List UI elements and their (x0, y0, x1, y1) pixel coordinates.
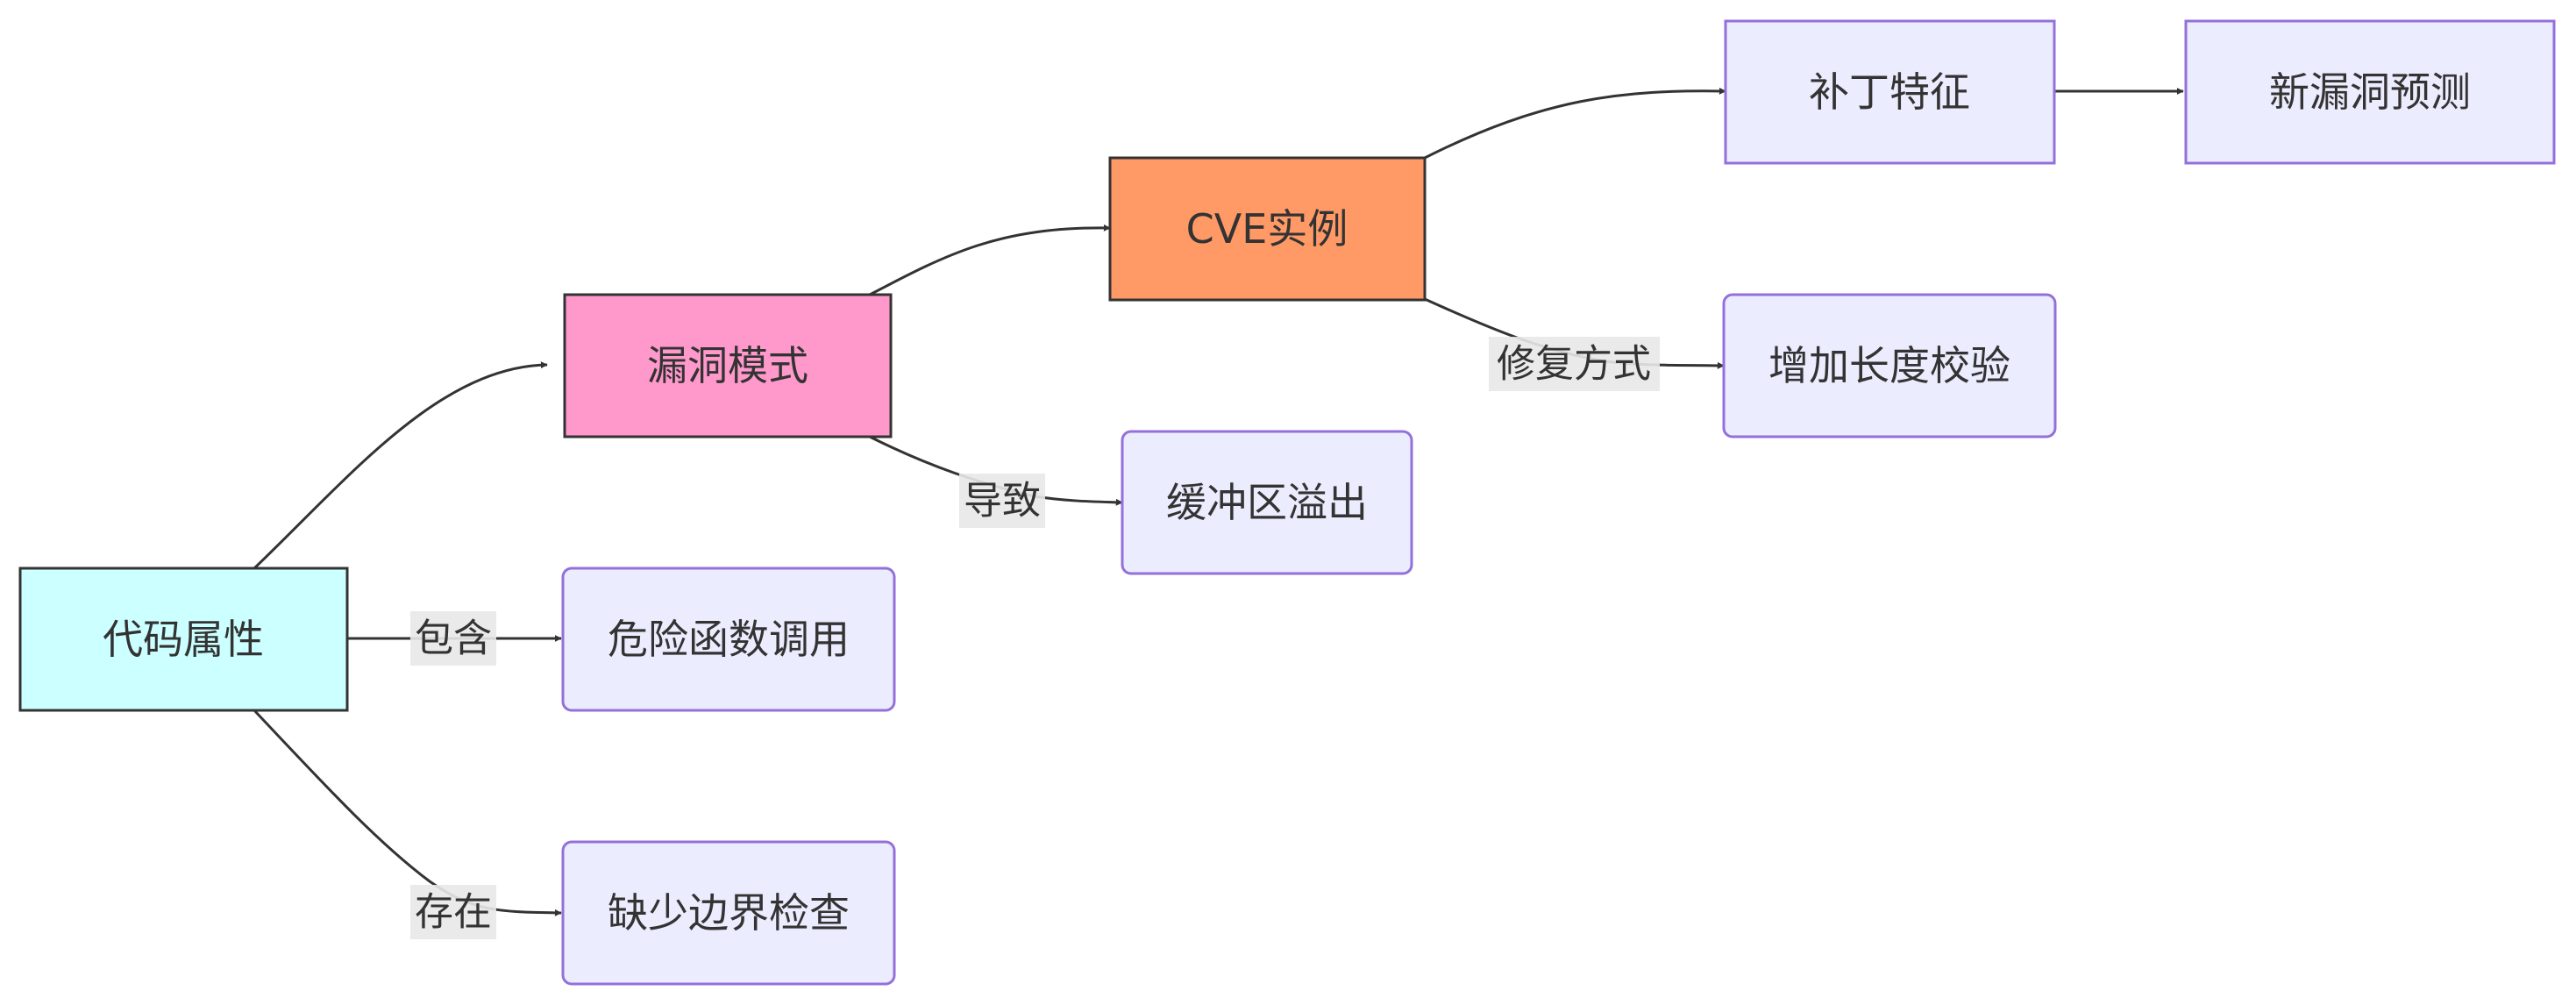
edge-label-exists: 存在 (410, 885, 496, 939)
node-cve-instance[interactable]: CVE实例 (1108, 156, 1427, 302)
edge-pattern-to-cve (869, 224, 1111, 296)
node-shape (18, 567, 349, 712)
node-shape (1724, 19, 2056, 165)
edge-labels: 包含 存在 导致 修复方式 (410, 337, 1660, 939)
edge-label-bg (410, 885, 496, 939)
edge-label-text: 导致 (964, 479, 1041, 524)
nodes: 代码属性 漏洞模式 CVE实例 补丁特征 新漏洞预测 增加长度校验 缓冲区溢出 (18, 19, 2556, 986)
edge-label-text: 存在 (415, 890, 492, 935)
edge-label-bg (959, 474, 1045, 528)
node-shape (563, 293, 893, 438)
node-vuln-pattern[interactable]: 漏洞模式 (563, 293, 893, 438)
edge-code-to-pattern (253, 361, 548, 570)
edge-cve-to-patch (1424, 87, 1726, 160)
node-label: 补丁特征 (1809, 68, 1970, 116)
edge-label-contains: 包含 (410, 611, 496, 666)
node-shape (1121, 430, 1413, 575)
node-patch-features[interactable]: 补丁特征 (1724, 19, 2056, 165)
node-new-vuln-prediction[interactable]: 新漏洞预测 (2184, 19, 2556, 165)
edge-label-text: 包含 (415, 617, 492, 661)
node-label: 增加长度校验 (1768, 342, 2010, 389)
node-label: 危险函数调用 (608, 616, 850, 663)
node-shape (1722, 293, 2057, 438)
edge-label-bg (410, 611, 496, 666)
node-add-length-check[interactable]: 增加长度校验 (1722, 293, 2057, 438)
node-label: 漏洞模式 (647, 342, 808, 389)
node-label: CVE实例 (1186, 205, 1348, 253)
node-label: 缺少边界检查 (608, 889, 850, 937)
node-label: 缓冲区溢出 (1166, 479, 1368, 526)
node-shape (561, 567, 896, 712)
edge-label-fix-method: 修复方式 (1489, 337, 1660, 391)
edge-label-bg (1489, 337, 1660, 391)
edge-code-to-boundary (253, 709, 562, 916)
node-shape (1108, 156, 1427, 302)
node-buffer-overflow[interactable]: 缓冲区溢出 (1121, 430, 1413, 575)
edge-label-text: 修复方式 (1497, 342, 1651, 387)
node-label: 代码属性 (103, 616, 264, 663)
node-missing-boundary-check[interactable]: 缺少边界检查 (561, 840, 896, 986)
node-shape (2184, 19, 2556, 165)
edge-label-causes: 导致 (959, 474, 1045, 528)
node-label: 新漏洞预测 (2269, 68, 2471, 116)
node-dangerous-call[interactable]: 危险函数调用 (561, 567, 896, 712)
node-shape (561, 840, 896, 986)
node-code-attributes[interactable]: 代码属性 (18, 567, 349, 712)
